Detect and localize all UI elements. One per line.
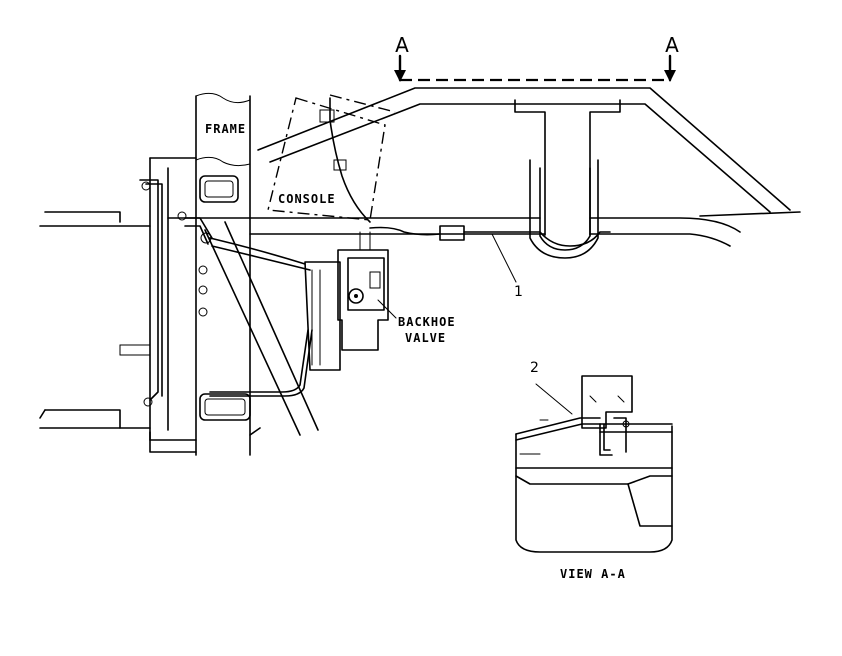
- horizontal-rails: [39, 211, 801, 436]
- section-marker-left: A: [395, 33, 409, 57]
- frame-braces: [204, 221, 319, 436]
- view-caption: VIEW A-A: [560, 567, 626, 581]
- console-label: CONSOLE: [278, 192, 336, 206]
- backhoe-valve-label-line2: VALVE: [405, 331, 446, 345]
- section-marker-right: A: [665, 33, 679, 57]
- callout-1-number: 1: [514, 284, 523, 300]
- console-outline: CONSOLE: [267, 94, 396, 221]
- hose-assembly: [139, 97, 611, 407]
- backhoe-valve: BACKHOE VALVE: [304, 249, 456, 371]
- backhoe-valve-label-line1: BACKHOE: [398, 315, 456, 329]
- callout-1: 1: [491, 233, 523, 300]
- section-cut-line: A A: [394, 33, 679, 82]
- view-a-a-inset: 2 VIEW A-A: [515, 360, 673, 581]
- frame-structure: FRAME: [119, 92, 251, 456]
- frame-label: FRAME: [205, 122, 246, 136]
- callout-2-number: 2: [530, 360, 539, 376]
- cab-outline: [257, 87, 791, 259]
